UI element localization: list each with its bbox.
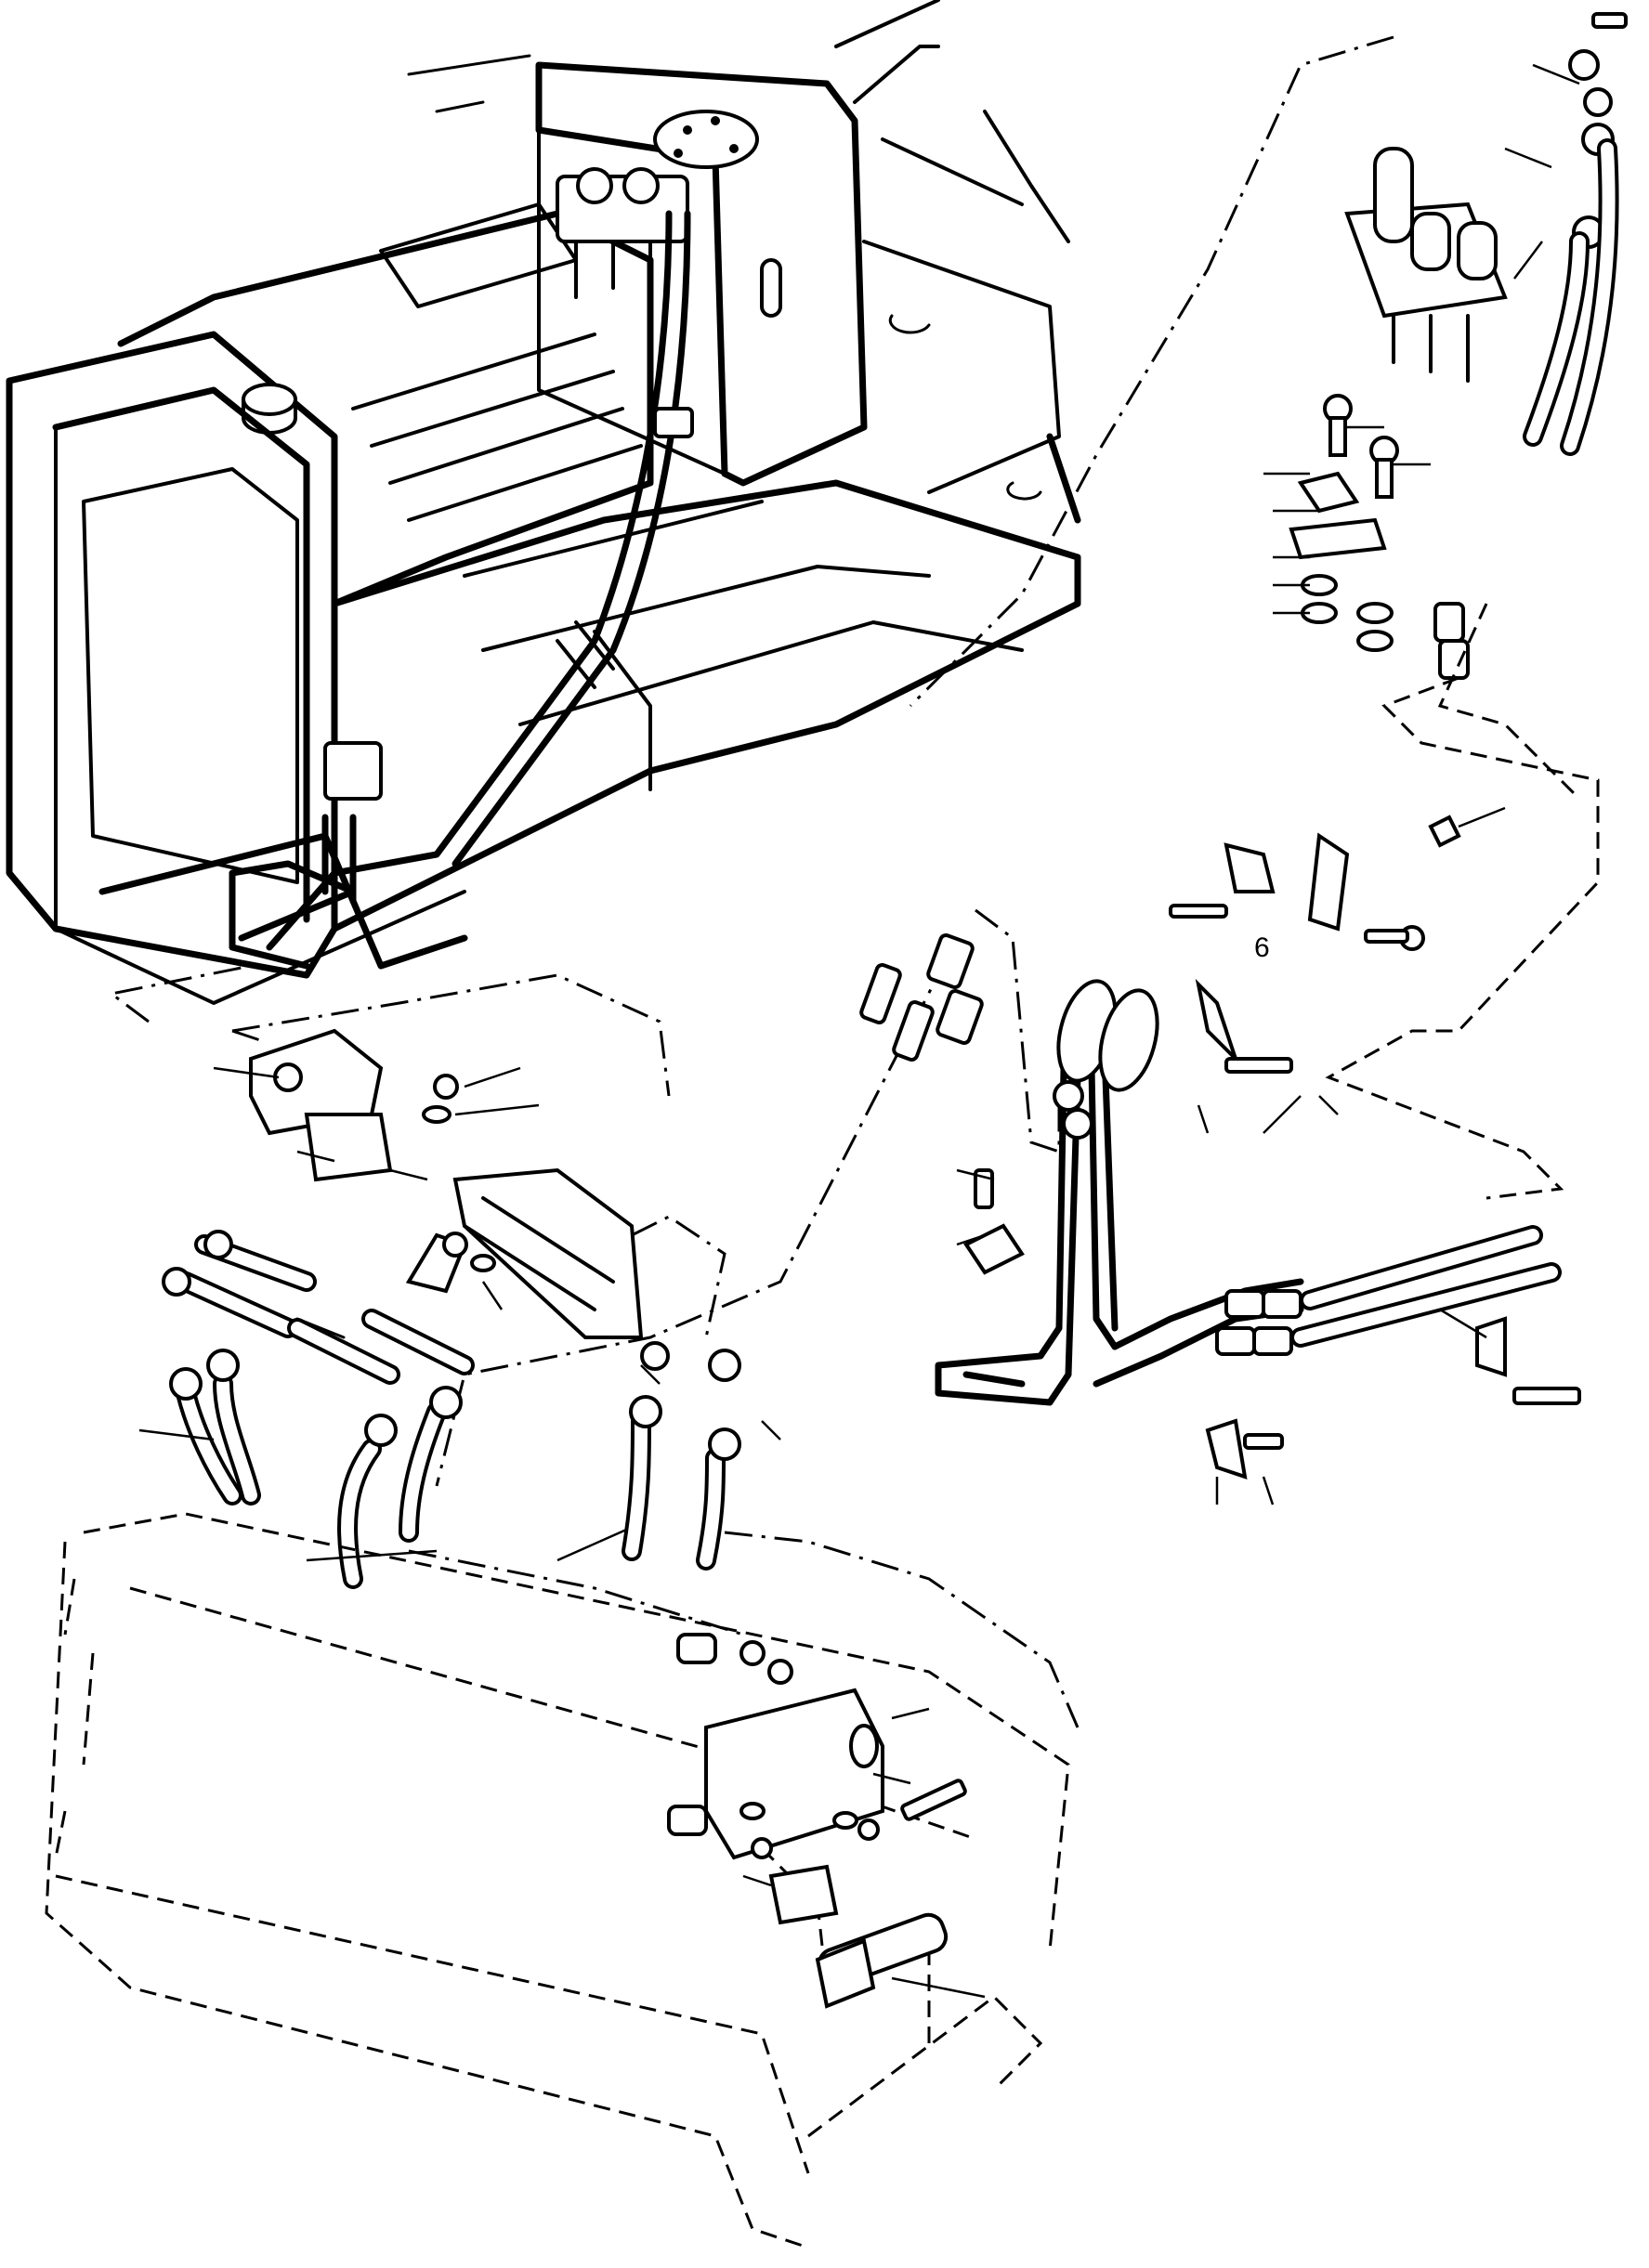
blade-mount-bracket	[667, 1633, 986, 2009]
hose-routing-outlines	[108, 35, 1600, 1728]
tractor-body	[6, 0, 1081, 1005]
hose-loop-assembly: 6	[935, 806, 1581, 1505]
routed-hoses	[229, 210, 694, 970]
callout-label: 6	[1254, 932, 1270, 963]
bracket-and-hoses-left	[138, 1028, 781, 1589]
control-valve	[1344, 63, 1580, 383]
clamp-parts	[1263, 394, 1470, 680]
stud-fittings	[859, 933, 984, 1062]
valve-outlet-hoses	[1523, 138, 1619, 456]
blade	[45, 1512, 1070, 2249]
